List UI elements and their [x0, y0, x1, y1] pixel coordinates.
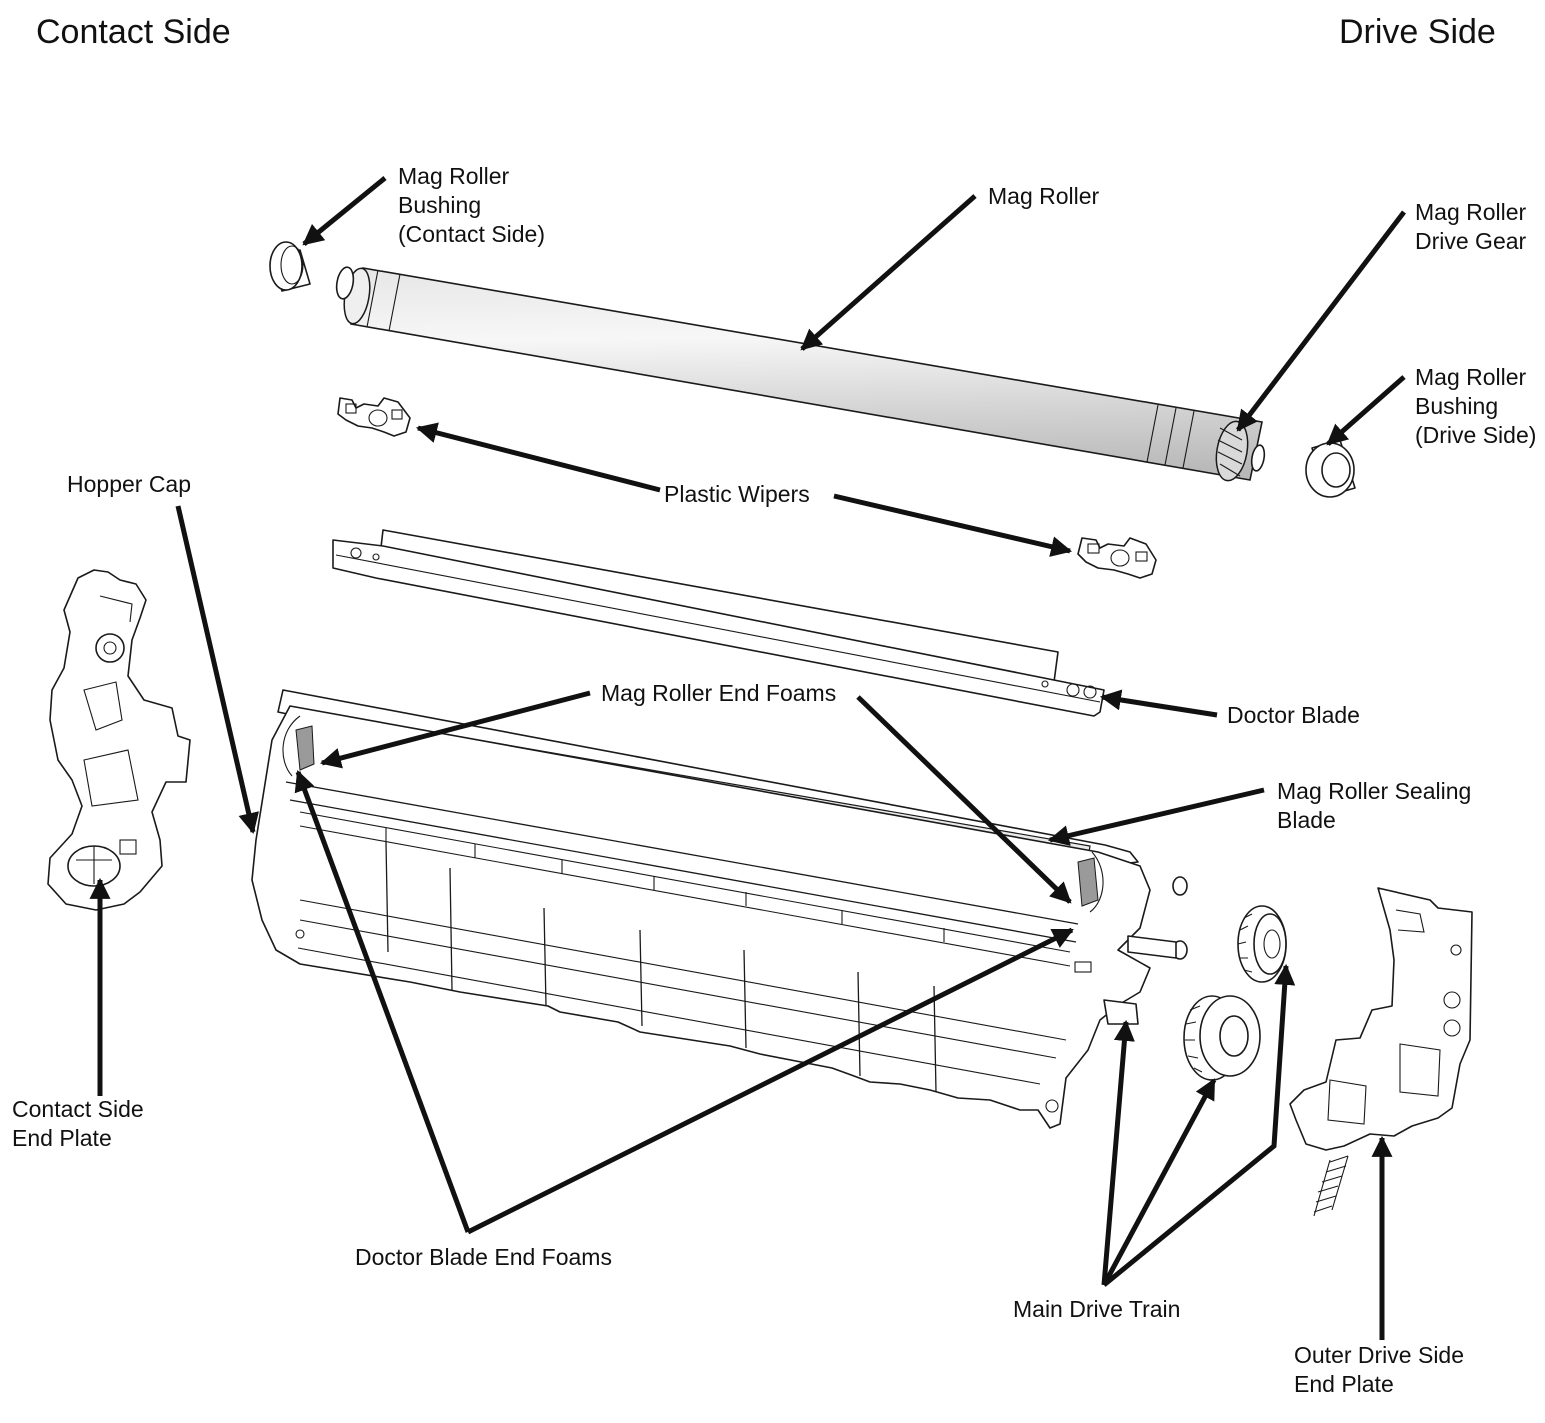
arrow-drive-gear: [1236, 210, 1406, 432]
label-mag-roller-bushing-drive: Mag Roller Bushing (Drive Side): [1415, 364, 1537, 448]
outer-drive-side-end-plate-part: [1289, 887, 1473, 1217]
label-mag-roller-bushing-contact: Mag Roller Bushing (Contact Side): [398, 163, 546, 247]
heading-contact-side: Contact Side: [36, 13, 231, 51]
label-mag-roller: Mag Roller: [988, 183, 1100, 209]
plastic-wiper-left-part: [337, 397, 411, 437]
bushing-contact-part: [269, 241, 311, 292]
arrow-end-foam-right: [856, 695, 1072, 904]
label-doctor-blade-end-foams: Doctor Blade End Foams: [355, 1244, 612, 1270]
label-doctor-blade: Doctor Blade: [1227, 702, 1360, 728]
arrow-wiper-left: [415, 422, 661, 493]
arrow-wiper-right: [833, 493, 1073, 557]
label-contact-side-end-plate: Contact Side End Plate: [12, 1096, 144, 1151]
arrow-doctor-foam-left: [294, 770, 471, 1233]
hopper-part: [251, 689, 1188, 1129]
label-main-drive-train: Main Drive Train: [1013, 1296, 1181, 1322]
arrow-hopper-cap: [175, 505, 259, 835]
drive-gear-lower: [1183, 995, 1261, 1081]
arrow-drive-train-2: [1101, 1078, 1217, 1287]
label-mag-roller-end-foams: Mag Roller End Foams: [601, 680, 837, 706]
label-plastic-wipers: Plastic Wipers: [664, 481, 810, 507]
leader-arrows: [89, 176, 1406, 1340]
arrow-drive-train-3: [1102, 963, 1296, 1287]
main-drive-train-part: [1183, 905, 1287, 1081]
arrow-bushing-contact: [302, 176, 387, 246]
arrow-doctor-foam-right: [466, 927, 1074, 1235]
arrow-mag-roller: [800, 194, 977, 351]
arrow-sealing-blade: [1047, 787, 1265, 846]
label-mag-roller-drive-gear: Mag Roller Drive Gear: [1415, 199, 1527, 254]
label-hopper-cap: Hopper Cap: [67, 471, 192, 497]
drive-gear-upper: [1237, 905, 1287, 983]
plastic-wiper-right-part: [1077, 537, 1157, 579]
label-mag-roller-sealing-blade: Mag Roller Sealing Blade: [1277, 778, 1472, 833]
bushing-drive-part: [1305, 439, 1356, 498]
arrow-end-foam-left: [319, 690, 591, 769]
arrow-doctor-blade: [1099, 689, 1218, 718]
heading-drive-side: Drive Side: [1339, 13, 1496, 51]
doctor-blade-part: [332, 529, 1105, 717]
arrow-bushing-drive: [1326, 375, 1406, 446]
mag-roller-part: [335, 266, 1266, 482]
label-outer-drive-side-end-plate: Outer Drive Side End Plate: [1294, 1342, 1465, 1397]
contact-side-end-plate-part: [47, 569, 191, 911]
arrow-drive-train-1: [1101, 1019, 1135, 1286]
